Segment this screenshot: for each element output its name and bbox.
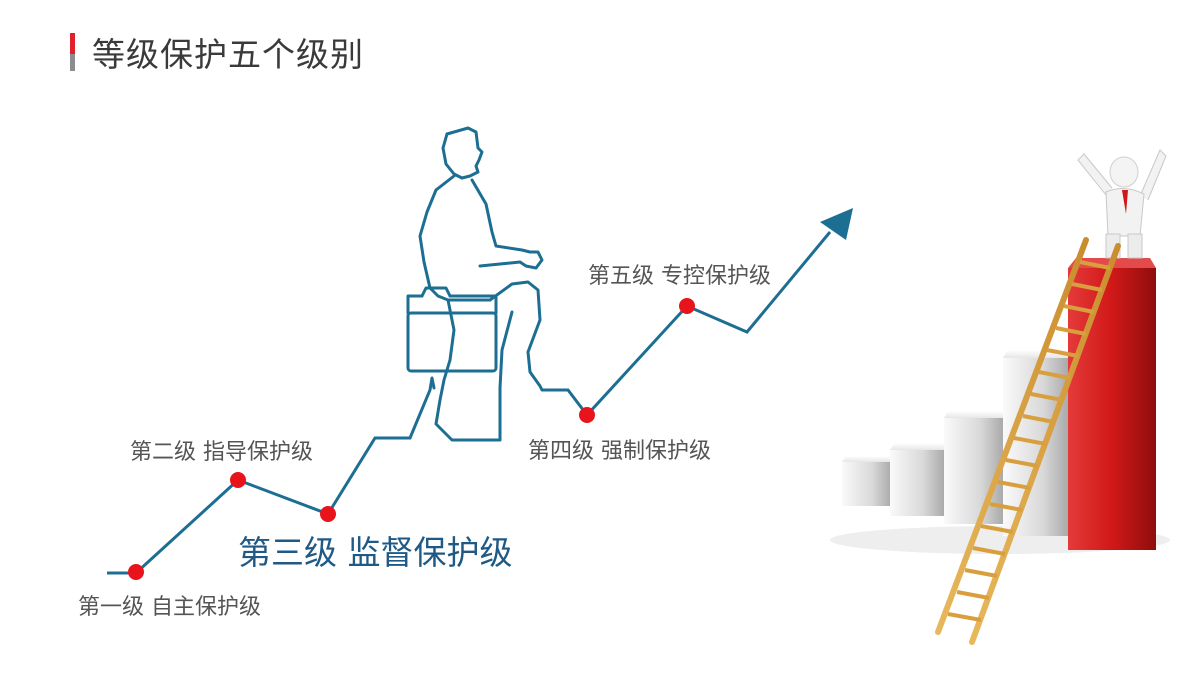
level-1-name: 第一级 xyxy=(78,595,145,620)
level-4-node xyxy=(579,407,595,423)
level-1-desc: 自主保护级 xyxy=(151,595,262,620)
level-2-desc: 指导保护级 xyxy=(203,440,314,465)
level-2-name: 第二级 xyxy=(130,440,197,465)
level-4-name: 第四级 xyxy=(528,439,595,464)
level-2-node xyxy=(230,472,246,488)
businessman-climbing-outline-icon xyxy=(406,126,544,442)
progress-line xyxy=(107,377,434,575)
level-5-name: 第五级 xyxy=(588,264,655,289)
level-3-name: 第三级 xyxy=(238,533,337,572)
level-4-desc: 强制保护级 xyxy=(601,439,712,464)
level-5-desc: 专控保护级 xyxy=(661,264,772,289)
level-1-label: 第一级 自主保护级 xyxy=(78,589,261,621)
level-5-label: 第五级 专控保护级 xyxy=(588,258,771,290)
progress-line-upper xyxy=(542,231,832,418)
level-1-node xyxy=(128,564,144,580)
level-2-label: 第二级 指导保护级 xyxy=(130,434,313,466)
level-3-node xyxy=(320,506,336,522)
title-accent-bar xyxy=(70,33,75,71)
arrow-head-icon xyxy=(820,208,853,240)
ladder-icon xyxy=(935,237,1121,645)
ladder-bar-chart-winner-icon xyxy=(830,149,1170,645)
level-3-desc: 监督保护级 xyxy=(347,533,513,572)
page-title: 等级保护五个级别 xyxy=(92,35,364,74)
winner-figure-icon xyxy=(1077,149,1167,259)
level-5-node xyxy=(679,298,695,314)
level-4-label: 第四级 强制保护级 xyxy=(528,433,711,465)
level-3-label: 第三级 监督保护级 xyxy=(238,526,513,574)
